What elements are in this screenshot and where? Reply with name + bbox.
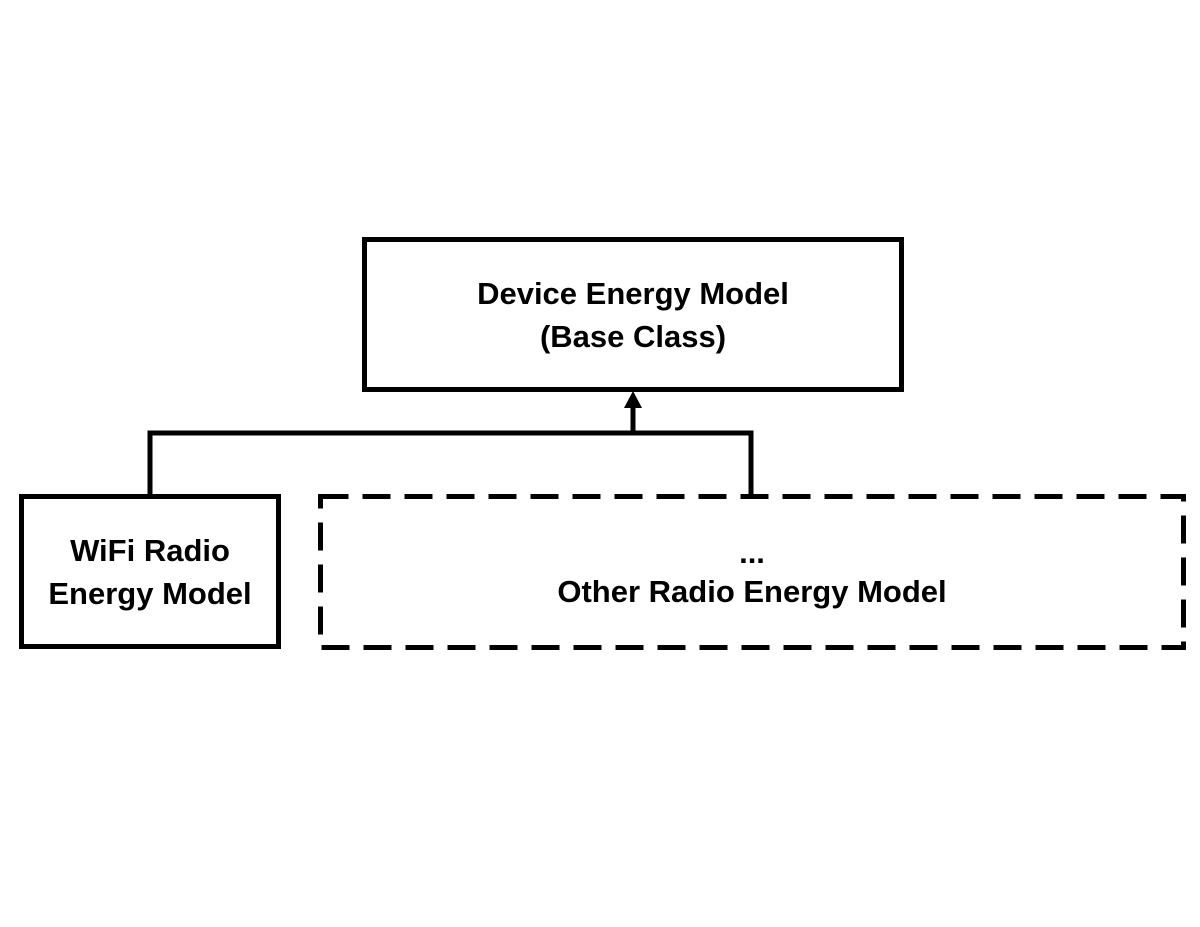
other-radio-ellipsis: ...	[739, 535, 765, 570]
wifi-radio-label-line1: WiFi Radio	[70, 532, 230, 568]
base-class-box: Device Energy Model (Base Class)	[362, 237, 904, 392]
base-class-title: Device Energy Model	[477, 275, 789, 311]
wifi-radio-label-line2: Energy Model	[48, 575, 252, 611]
other-radio-label: Other Radio Energy Model	[557, 574, 947, 609]
base-class-subtitle: (Base Class)	[539, 318, 727, 354]
inheritance-arrowhead	[624, 391, 642, 408]
wifi-radio-box: WiFi Radio Energy Model	[19, 494, 281, 649]
other-radio-box: ... Other Radio Energy Model	[318, 494, 1186, 649]
